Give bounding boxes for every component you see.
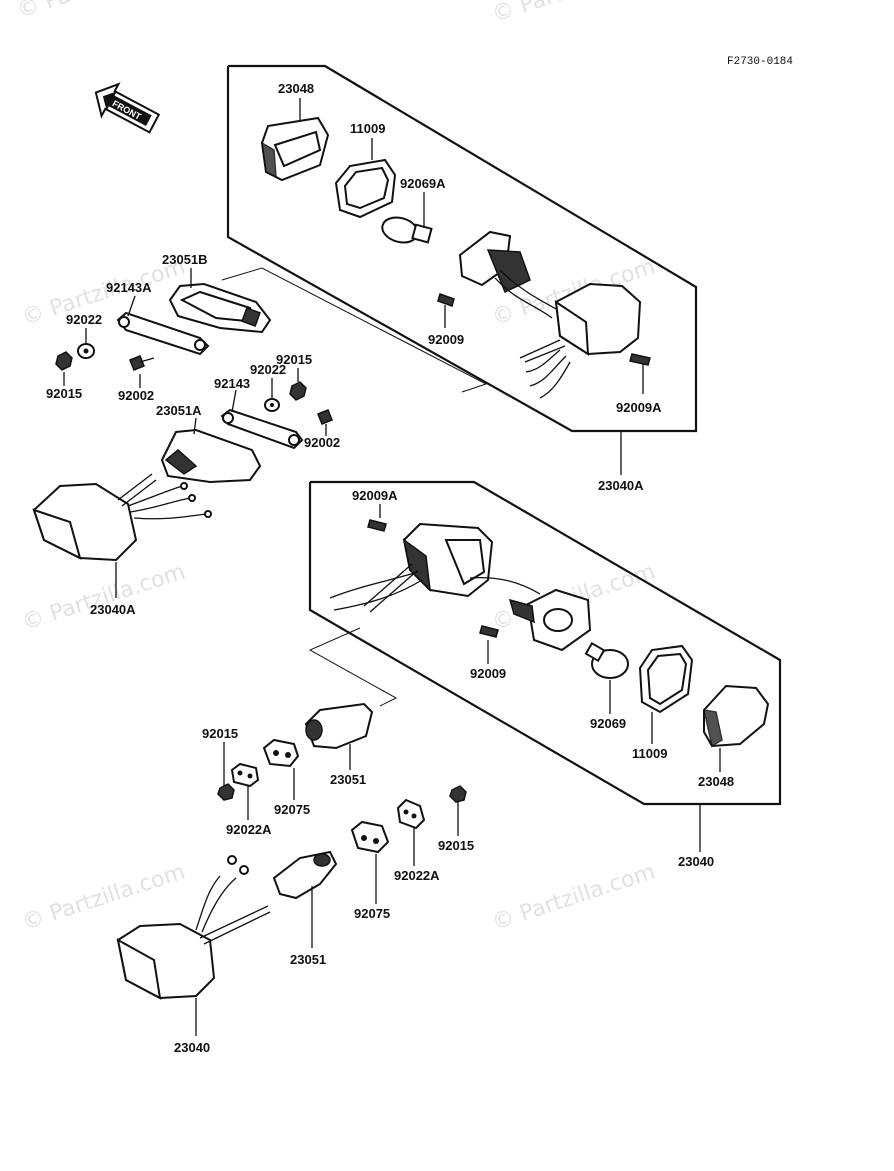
part-labels: 23048 11009 92069A 23051B 92143A 92022 9…	[46, 81, 734, 1055]
part-label: 92069A	[400, 176, 446, 191]
part-label: 23048	[698, 774, 734, 789]
screw-part-icon	[367, 519, 387, 532]
watermark: © Partzilla.com	[489, 859, 658, 935]
part-label: 92069	[590, 716, 626, 731]
part-label: 92022	[66, 312, 102, 327]
part-label: 11009	[632, 746, 667, 761]
nut-part-icon	[449, 785, 467, 803]
part-label: 92009A	[352, 488, 398, 503]
part-label: 92009A	[616, 400, 662, 415]
plate-part-icon	[220, 408, 304, 450]
part-label: 92075	[274, 802, 310, 817]
housing-part-icon	[160, 428, 262, 484]
washer-part-icon	[77, 343, 95, 359]
bracket-part-icon	[168, 282, 272, 334]
part-label: 23040A	[598, 478, 644, 493]
part-label: 23051	[330, 772, 366, 787]
part-label: 92075	[354, 906, 390, 921]
part-label: 23048	[278, 81, 314, 96]
part-label: 23040	[174, 1040, 210, 1055]
part-label: 92015	[46, 386, 82, 401]
part-label: 92002	[118, 388, 154, 403]
front-arrow-icon: FRONT	[94, 82, 161, 134]
part-label: 92143A	[106, 280, 152, 295]
nut-part-icon	[217, 783, 235, 801]
screw-part-icon	[629, 353, 651, 394]
lens-part-icon	[703, 684, 770, 748]
watermark: © Partzilla.com	[489, 0, 658, 28]
part-label: 23040A	[90, 602, 136, 617]
bolt-part-icon	[317, 409, 333, 425]
part-label: 92022A	[394, 868, 440, 883]
turn-signal-body-icon	[32, 473, 212, 562]
washer-part-icon	[264, 398, 280, 412]
bolt-part-icon	[129, 355, 155, 371]
screw-part-icon	[479, 625, 499, 638]
nut-part-icon	[55, 351, 73, 371]
gasket-part-icon	[638, 644, 694, 714]
socket-part-icon	[304, 702, 374, 750]
screw-part-icon	[437, 293, 455, 328]
bulb-part-icon	[584, 641, 629, 679]
part-label: 92022	[250, 362, 286, 377]
part-label: 92015	[202, 726, 238, 741]
part-label: 23051	[290, 952, 326, 967]
watermark: © Partzilla.com	[14, 0, 183, 24]
socket-housing-icon	[458, 230, 559, 319]
turn-signal-body-icon	[116, 855, 271, 1000]
watermarks: © Partzilla.com © Partzilla.com © Partzi…	[14, 0, 658, 936]
part-label: 92009	[428, 332, 464, 347]
diagram-code: F2730-0184	[727, 56, 793, 68]
assembly-frame-23040A	[226, 64, 698, 433]
part-label: 92022A	[226, 822, 272, 837]
part-label: 92002	[304, 435, 340, 450]
grommet-part-icon	[350, 820, 390, 854]
part-label: 11009	[350, 121, 385, 136]
part-label: 23051B	[162, 252, 208, 267]
part-label: 23051A	[156, 403, 202, 418]
washer-part-icon	[396, 798, 426, 830]
washer-part-icon	[230, 762, 260, 788]
lens-part-icon	[260, 116, 330, 182]
socket-part-icon	[272, 850, 338, 900]
watermark: © Partzilla.com	[19, 559, 188, 635]
part-label: 92015	[438, 838, 474, 853]
part-label: 92143	[214, 376, 250, 391]
part-label: 92015	[276, 352, 312, 367]
turn-signal-body-icon	[519, 282, 642, 399]
plate-part-icon	[116, 311, 210, 356]
part-label: 23040	[678, 854, 714, 869]
turn-signal-body-icon	[329, 522, 541, 613]
nut-part-icon	[289, 381, 307, 401]
part-label: 92009	[470, 666, 506, 681]
grommet-part-icon	[262, 738, 300, 768]
assembly-frame-23040	[308, 480, 782, 806]
gasket-part-icon	[334, 158, 397, 219]
socket-housing-icon	[508, 588, 592, 652]
